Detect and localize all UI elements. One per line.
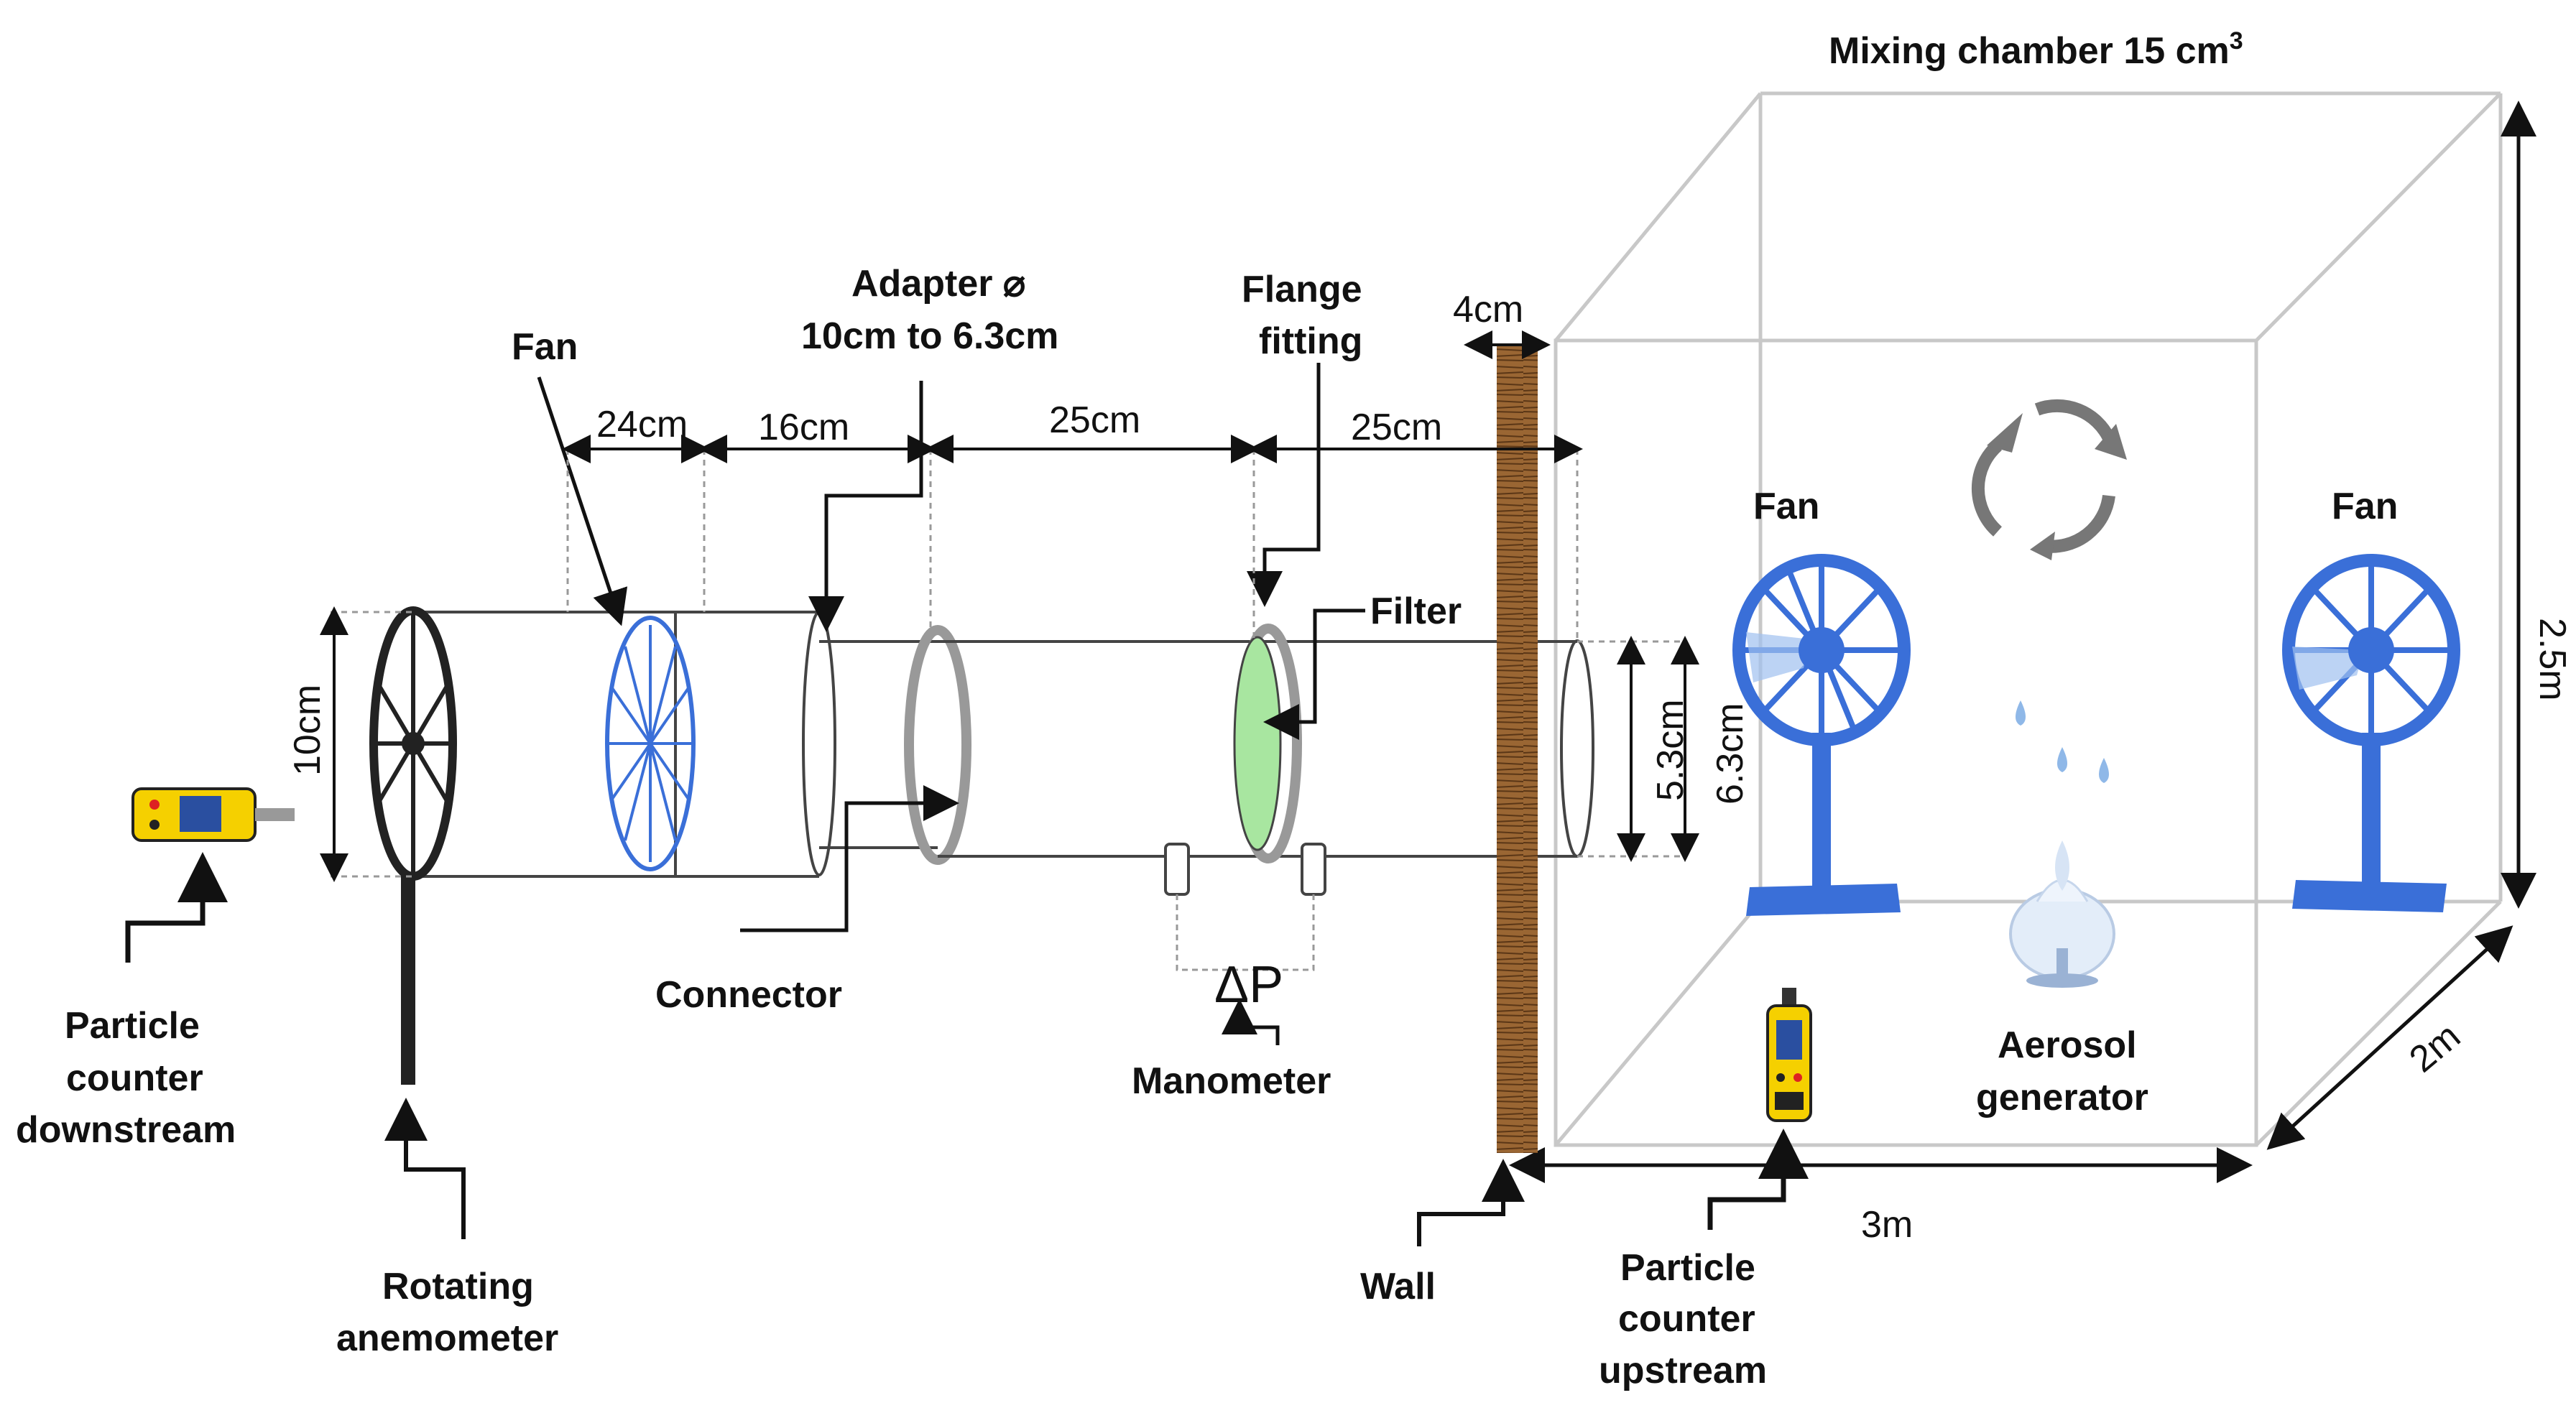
air-circulation-icon <box>1971 399 2127 560</box>
particle-counter-upstream-pointer <box>1707 1129 1809 1230</box>
duct-fan-pointer <box>537 376 628 626</box>
particle-counter-upstream-icon <box>1766 988 1812 1122</box>
fan-left-label: Fan <box>1753 486 1819 527</box>
chamber-fan-right <box>2282 554 2460 912</box>
fan-right-label: Fan <box>2332 486 2398 527</box>
duct-fan-label: Fan <box>512 326 578 368</box>
delta-p-label: ΔP <box>1214 956 1283 1014</box>
dimension-16cm: 16cm <box>758 407 849 448</box>
adapter-label-2: 10cm to 6.3cm <box>801 315 1058 357</box>
chamber-dimension-arrows <box>1509 101 2536 1183</box>
wall <box>1497 345 1538 1153</box>
flange-pointer <box>1247 363 1321 607</box>
adapter-label-1: Adapter ⌀ <box>851 263 1025 305</box>
dimension-25cm-b: 25cm <box>1351 407 1442 448</box>
dimension-6-3cm: 6.3cm <box>1709 703 1751 805</box>
wall-label: Wall <box>1360 1266 1436 1307</box>
manometer-label: Manometer <box>1132 1060 1331 1102</box>
filter-pointer <box>1263 608 1365 740</box>
filter-label: Filter <box>1370 590 1462 632</box>
water-drops-icon <box>2016 700 2109 783</box>
mixing-chamber-label: Mixing chamber 15 cm3 <box>1829 27 2243 72</box>
manometer-pointer <box>1222 999 1280 1045</box>
rotating-anemometer <box>369 606 457 1085</box>
dimension-2-5m: 2.5m <box>2531 618 2573 701</box>
anemometer-pointer <box>384 1098 466 1239</box>
connector-label: Connector <box>655 974 842 1016</box>
dimension-4cm: 4cm <box>1453 289 1523 330</box>
duct-connector-section <box>819 625 971 865</box>
manometer-tubing <box>1176 894 1315 971</box>
connector-pointer <box>740 785 959 932</box>
duct-dimension-arrows <box>320 330 1699 882</box>
flange-label-2: fitting <box>1259 320 1362 362</box>
dimension-25cm-a: 25cm <box>1049 399 1140 441</box>
particle-counter-downstream-icon <box>131 787 295 842</box>
aerosol-generator-label-1: Aerosol <box>1998 1024 2137 1066</box>
pressure-taps <box>1164 843 1326 896</box>
dimension-10cm: 10cm <box>287 685 328 776</box>
mixing-chamber-box <box>1554 91 2503 1147</box>
flange-label-1: Flange <box>1242 269 1362 310</box>
duct-fan <box>605 616 696 871</box>
wall-pointer <box>1417 1159 1525 1246</box>
duct-dimension-guides <box>331 449 1685 878</box>
particle-counter-upstream-label-2: counter <box>1618 1298 1755 1340</box>
flange-fitting <box>1233 624 1302 863</box>
anemometer-label-1: Rotating <box>382 1266 534 1307</box>
chamber-fan-left <box>1732 554 1911 916</box>
particle-counter-downstream-label-3: downstream <box>16 1109 236 1151</box>
aerosol-generator-icon <box>2009 840 2115 988</box>
particle-counter-downstream-label-1: Particle <box>65 1005 200 1047</box>
dimension-2m: 2m <box>2401 1015 2468 1080</box>
dimension-5-3cm: 5.3cm <box>1650 699 1691 801</box>
dimension-24cm: 24cm <box>596 404 688 445</box>
particle-counter-downstream-pointer <box>125 852 228 963</box>
filter-element <box>1233 636 1282 851</box>
aerosol-generator-label-2: generator <box>1976 1077 2148 1118</box>
dimension-3m: 3m <box>1861 1204 1913 1246</box>
particle-counter-upstream-label-3: upstream <box>1599 1350 1767 1391</box>
particle-counter-upstream-label-1: Particle <box>1620 1247 1755 1289</box>
anemometer-label-2: anemometer <box>336 1317 558 1359</box>
particle-counter-downstream-label-2: counter <box>66 1057 203 1099</box>
